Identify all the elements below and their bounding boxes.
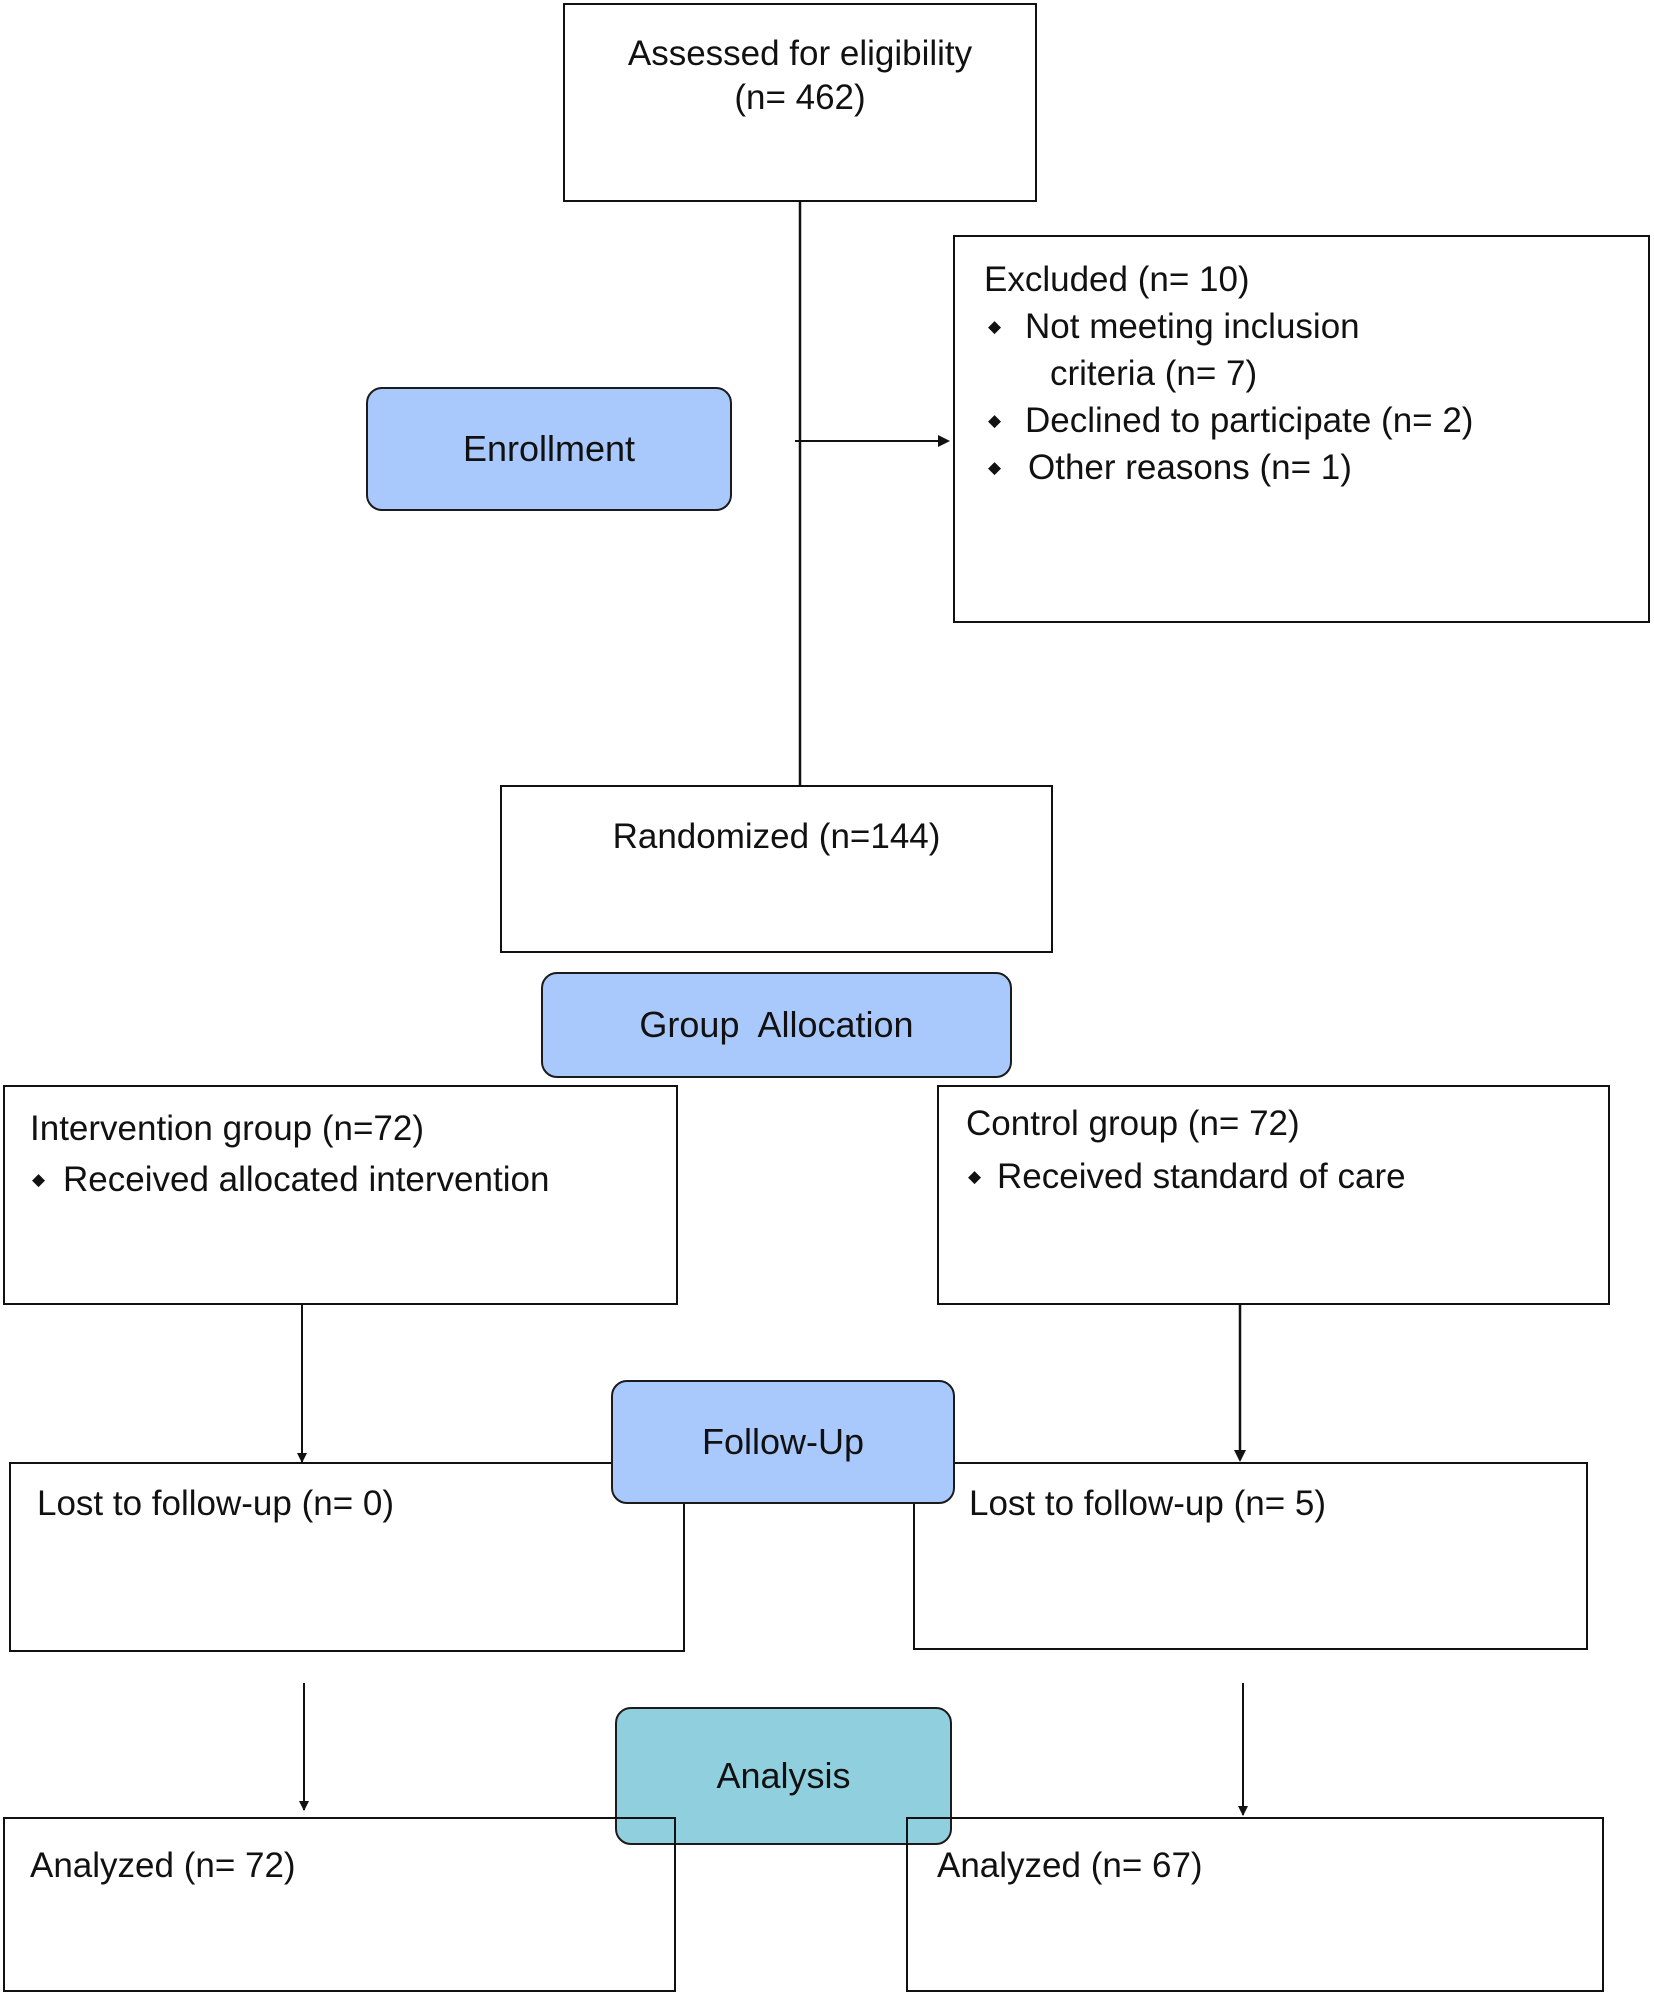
assessed-count: (n= 462): [734, 78, 866, 117]
group-allocation-label: Group Allocation: [639, 1004, 914, 1045]
control-group-box: [937, 1085, 1610, 1305]
intervention-group-item: Received allocated intervention: [63, 1160, 550, 1199]
bullet-icon: ◆: [968, 1167, 982, 1186]
intervention-group-box: [3, 1085, 678, 1305]
excluded-reason-1: Not meeting inclusion: [1025, 307, 1360, 346]
analysis-stage: Analysis: [615, 1707, 952, 1845]
bullet-icon: ◆: [988, 458, 1002, 477]
group-allocation-stage: Group Allocation: [541, 972, 1012, 1078]
analyzed-control-label: Analyzed (n= 67): [937, 1846, 1203, 1885]
analyzed-intervention-box: [3, 1817, 676, 1992]
assessed-label: Assessed for eligibility: [627, 34, 973, 73]
lost-intervention-box: [9, 1462, 685, 1652]
excluded-reason-3: Other reasons (n= 1): [1028, 448, 1352, 487]
randomized-label: Randomized (n=144): [612, 817, 941, 856]
analysis-label: Analysis: [716, 1755, 851, 1796]
excluded-box: [953, 235, 1650, 623]
follow-up-stage: Follow-Up: [611, 1380, 955, 1504]
lost-control-box: [913, 1462, 1588, 1650]
control-group-item: Received standard of care: [997, 1157, 1406, 1196]
enrollment-label: Enrollment: [462, 428, 636, 469]
analyzed-intervention-label: Analyzed (n= 72): [30, 1846, 296, 1885]
excluded-reason-1-cont: criteria (n= 7): [1050, 354, 1258, 393]
analyzed-control-box: [906, 1817, 1604, 1992]
randomized-box: [500, 785, 1053, 953]
bullet-icon: ◆: [988, 411, 1002, 430]
lost-control-label: Lost to follow-up (n= 5): [969, 1484, 1326, 1523]
excluded-reason-2: Declined to participate (n= 2): [1025, 401, 1474, 440]
bullet-icon: ◆: [32, 1170, 46, 1189]
bullet-icon: ◆: [988, 317, 1002, 336]
follow-up-label: Follow-Up: [701, 1421, 865, 1462]
excluded-title: Excluded (n= 10): [984, 260, 1250, 299]
assessed-box: [563, 3, 1037, 202]
lost-intervention-label: Lost to follow-up (n= 0): [37, 1484, 394, 1523]
enrollment-stage: Enrollment: [366, 387, 732, 511]
control-group-title: Control group (n= 72): [966, 1104, 1300, 1143]
intervention-group-title: Intervention group (n=72): [30, 1109, 425, 1148]
